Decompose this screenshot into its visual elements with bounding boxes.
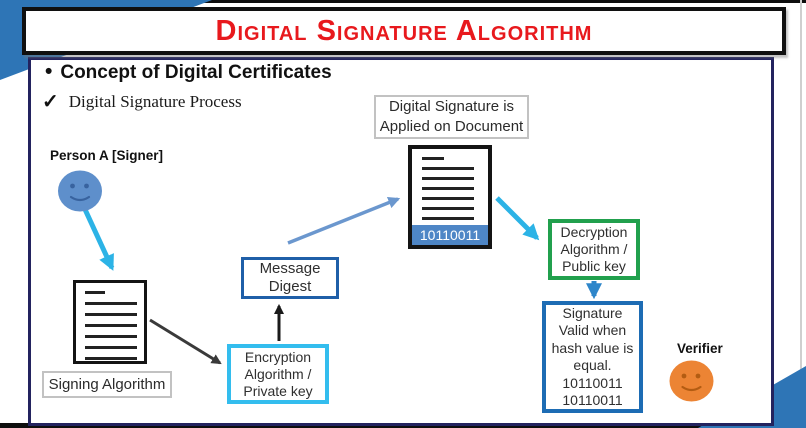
document-text-lines <box>412 149 488 220</box>
signature-valid-line: 10110011 <box>562 392 623 408</box>
document-line <box>422 217 474 220</box>
document-line <box>422 197 474 200</box>
hash-value-strip: 10110011 <box>412 225 488 245</box>
signing-algorithm-label: Signing Algorithm <box>48 376 166 393</box>
encryption-line: Encryption <box>244 348 312 365</box>
signature-applied-line: Digital Signature is <box>388 98 515 115</box>
signature-valid-line: Valid when <box>558 322 627 338</box>
signed-document-icon: 10110011 <box>408 145 492 249</box>
decryption-line: Algorithm / <box>560 241 628 257</box>
message-digest-line: Message <box>259 260 321 277</box>
document-line <box>422 177 474 180</box>
signature-valid-line: equal. <box>573 357 612 373</box>
slide-title: Digital Signature Algorithm <box>215 14 593 47</box>
signature-valid-line: Signature <box>562 304 623 321</box>
signature-applied-line: Applied on Document <box>379 118 524 135</box>
document-line <box>422 157 444 160</box>
encryption-line: Private key <box>243 382 313 399</box>
signing-algorithm-box: Signing Algorithm <box>42 371 172 398</box>
verifier-face-icon <box>669 360 714 402</box>
original-document-icon <box>73 280 147 364</box>
sub-heading-text: Digital Signature Process <box>68 92 242 111</box>
section-heading: • Concept of Digital Certificates <box>45 60 332 84</box>
sub-heading: ✓ Digital Signature Process <box>42 92 242 112</box>
right-edge-line <box>800 0 802 392</box>
document-line <box>85 357 137 360</box>
document-text-lines <box>76 283 144 360</box>
document-line <box>422 167 474 170</box>
document-line <box>422 187 474 190</box>
slide-title-box: Digital Signature Algorithm <box>22 7 786 55</box>
decryption-line: Decryption <box>560 224 628 240</box>
signature-applied-box: Digital Signature is Applied on Document <box>374 95 529 139</box>
document-line <box>85 324 137 327</box>
encryption-line: Algorithm / <box>244 365 312 382</box>
document-line <box>85 313 137 316</box>
signature-valid-line: hash value is <box>551 339 634 356</box>
message-digest-box: Message Digest <box>241 257 339 299</box>
encryption-box: Encryption Algorithm / Private key <box>227 344 329 404</box>
signer-face-icon <box>58 170 102 212</box>
document-line <box>85 346 137 349</box>
section-heading-text: Concept of Digital Certificates <box>60 62 332 83</box>
verifier-label: Verifier <box>677 341 723 356</box>
decryption-box: Decryption Algorithm / Public key <box>548 219 640 280</box>
document-line <box>422 207 474 210</box>
message-digest-line: Digest <box>268 278 312 295</box>
document-line <box>85 335 137 338</box>
document-line <box>85 291 105 294</box>
bullet-icon: • <box>45 60 53 83</box>
signature-valid-box: Signature Valid when hash value is equal… <box>542 301 643 413</box>
signature-valid-line: 10110011 <box>562 374 623 391</box>
document-line <box>85 302 137 305</box>
checkmark-icon: ✓ <box>42 91 59 113</box>
top-edge-line <box>0 0 806 3</box>
decryption-line: Public key <box>562 258 626 274</box>
signer-label: Person A [Signer] <box>50 148 164 163</box>
